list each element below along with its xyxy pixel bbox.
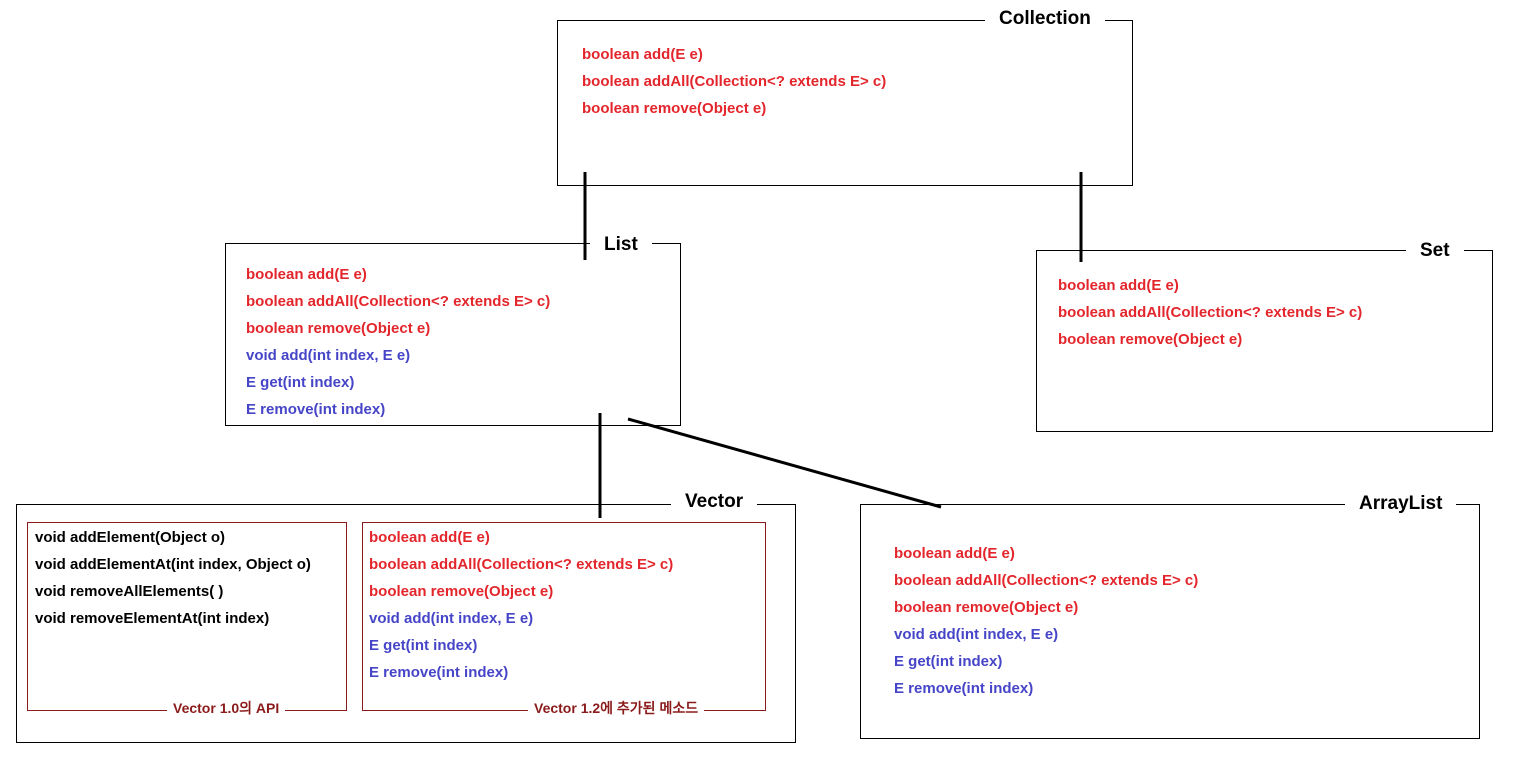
method-signature: boolean add(E e) — [582, 46, 703, 63]
set-method-list: boolean add(E e) boolean addAll(Collectio… — [1058, 272, 1362, 353]
method-signature: void removeElementAt(int index) — [35, 610, 270, 627]
method-signature: void addElement(Object o) — [35, 529, 226, 546]
method-signature: boolean addAll(Collection<? extends E> c… — [246, 293, 551, 310]
vector-legacy-caption: Vector 1.0의 API — [167, 699, 286, 717]
method-signature: boolean add(E e) — [894, 545, 1015, 562]
method-signature: void add(int index, E e) — [246, 347, 411, 364]
method-signature: boolean addAll(Collection<? extends E> c… — [582, 73, 887, 90]
method-signature: boolean remove(Object e) — [1058, 331, 1243, 348]
method-signature: E remove(int index) — [246, 401, 386, 418]
vector-legacy-method-list: void addElement(Object o) void addElement… — [35, 524, 311, 632]
method-signature: boolean add(E e) — [1058, 277, 1179, 294]
method-signature: boolean add(E e) — [369, 529, 490, 546]
method-signature: E get(int index) — [246, 374, 355, 391]
collection-title: Collection — [985, 8, 1105, 30]
vector-added-caption: Vector 1.2에 추가된 메소드 — [528, 699, 705, 717]
method-signature: void add(int index, E e) — [894, 626, 1059, 643]
arraylist-method-list: boolean add(E e) boolean addAll(Collectio… — [894, 540, 1198, 702]
method-signature: boolean addAll(Collection<? extends E> c… — [894, 572, 1199, 589]
set-interface-box: boolean add(E e) boolean addAll(Collectio… — [1036, 250, 1493, 432]
vector-title: Vector — [671, 491, 758, 513]
collection-method-list: boolean add(E e) boolean addAll(Collectio… — [582, 41, 886, 122]
method-signature: void add(int index, E e) — [369, 610, 534, 627]
method-signature: E get(int index) — [369, 637, 478, 654]
set-title: Set — [1406, 240, 1464, 262]
method-signature: boolean remove(Object e) — [582, 100, 767, 117]
method-signature: boolean addAll(Collection<? extends E> c… — [1058, 304, 1363, 321]
vector-legacy-api-box: void addElement(Object o) void addElement… — [27, 522, 347, 711]
arraylist-title: ArrayList — [1345, 493, 1457, 515]
method-signature: void addElementAt(int index, Object o) — [35, 556, 311, 573]
vector-added-methods-box: boolean add(E e) boolean addAll(Collectio… — [362, 522, 766, 711]
method-signature: boolean addAll(Collection<? extends E> c… — [369, 556, 674, 573]
list-method-list: boolean add(E e) boolean addAll(Collectio… — [246, 261, 550, 423]
collection-interface-box: boolean add(E e) boolean addAll(Collectio… — [557, 20, 1133, 186]
method-signature: E get(int index) — [894, 653, 1003, 670]
method-signature: boolean add(E e) — [246, 266, 367, 283]
method-signature: boolean remove(Object e) — [369, 583, 554, 600]
list-interface-box: boolean add(E e) boolean addAll(Collectio… — [225, 243, 681, 426]
method-signature: E remove(int index) — [894, 680, 1034, 697]
method-signature: boolean remove(Object e) — [894, 599, 1079, 616]
vector-added-method-list: boolean add(E e) boolean addAll(Collectio… — [369, 524, 673, 686]
arraylist-class-box: boolean add(E e) boolean addAll(Collectio… — [860, 504, 1480, 739]
list-title: List — [590, 234, 652, 256]
method-signature: E remove(int index) — [369, 664, 509, 681]
method-signature: boolean remove(Object e) — [246, 320, 431, 337]
method-signature: void removeAllElements( ) — [35, 583, 224, 600]
